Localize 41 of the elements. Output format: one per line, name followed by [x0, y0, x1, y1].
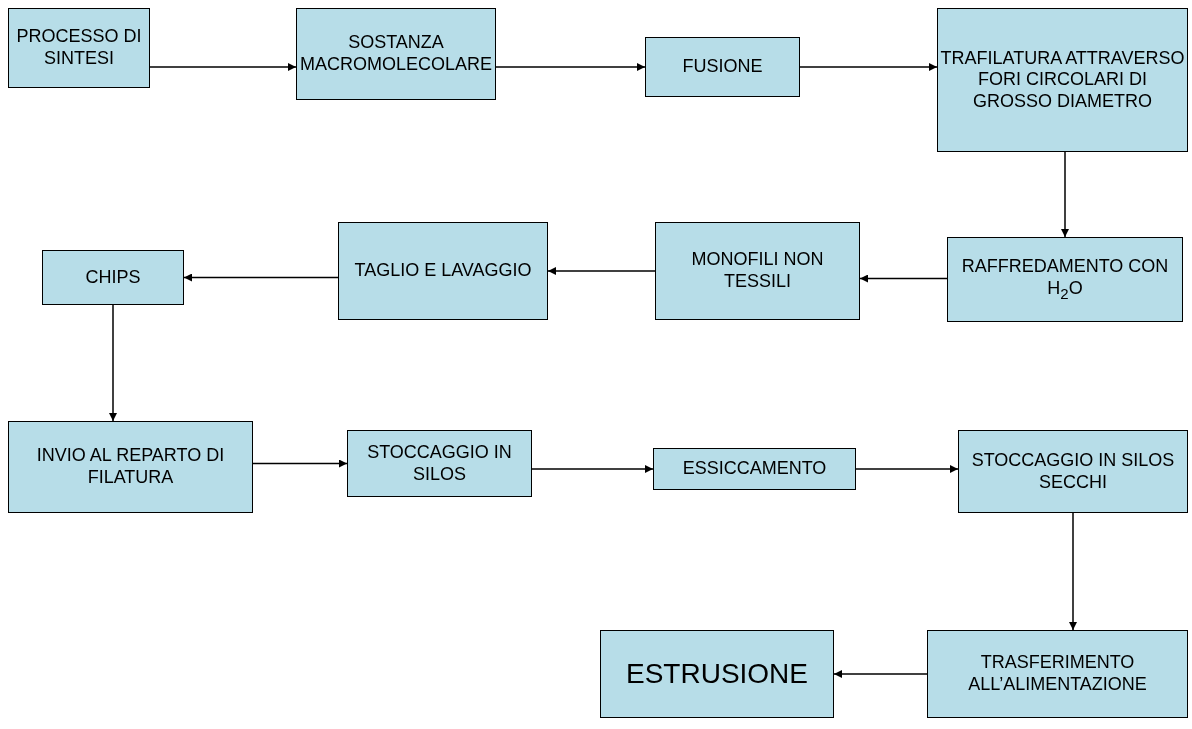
step-label: STOCCAGGIO IN SILOS: [366, 441, 513, 486]
process-box: [296, 8, 496, 100]
process-box: [645, 37, 800, 97]
process-box: [653, 448, 856, 490]
process-box: [947, 237, 1183, 322]
step-label: FUSIONE: [682, 56, 763, 78]
arrow: [547, 267, 656, 275]
step-label: PROCESSO DI SINTESI: [15, 26, 143, 70]
arrow: [833, 670, 928, 678]
step-label: STOCCAGGIO IN SILOS SECCHI: [970, 449, 1176, 494]
process-box: [338, 222, 548, 320]
step-label: SOSTANZA MACROMOLECOLARE: [298, 32, 493, 76]
process-box: [937, 8, 1188, 152]
process-box: [8, 8, 150, 88]
step-label: MONOFILI NON TESSILI: [690, 249, 825, 293]
process-box: [8, 421, 253, 513]
arrow: [855, 465, 959, 473]
step-label: TRAFILATURA ATTRAVERSO FORI CIRCOLARI DI GROSSO DIAMETRO: [939, 47, 1186, 113]
process-box: [655, 222, 860, 320]
arrow: [1061, 151, 1069, 238]
process-box: [600, 630, 834, 718]
arrow: [799, 63, 938, 71]
step-label: TAGLIO E LAVAGGIO: [354, 260, 532, 282]
arrow: [859, 274, 948, 283]
arrow: [495, 63, 646, 71]
arrow: [149, 63, 297, 71]
step-label: TRASFERIMENTO ALL’ALIMENTAZIONE: [967, 652, 1148, 696]
arrow: [183, 273, 339, 282]
process-box: [958, 430, 1188, 513]
process-box: [347, 430, 532, 497]
arrow: [1069, 512, 1077, 631]
step-label: ESSICCAMENTO: [682, 458, 827, 480]
step-label: ESTRUSIONE: [626, 657, 808, 691]
arrow: [252, 459, 348, 468]
step-label: INVIO AL REPARTO DI FILATURA: [35, 445, 226, 489]
arrow: [109, 304, 117, 422]
step-label: CHIPS: [85, 266, 141, 289]
process-box: [927, 630, 1188, 718]
step-label: RAFFREDAMENTO CON H$_{2}$O: [960, 256, 1170, 303]
process-box: [42, 250, 184, 305]
arrow: [531, 465, 654, 473]
